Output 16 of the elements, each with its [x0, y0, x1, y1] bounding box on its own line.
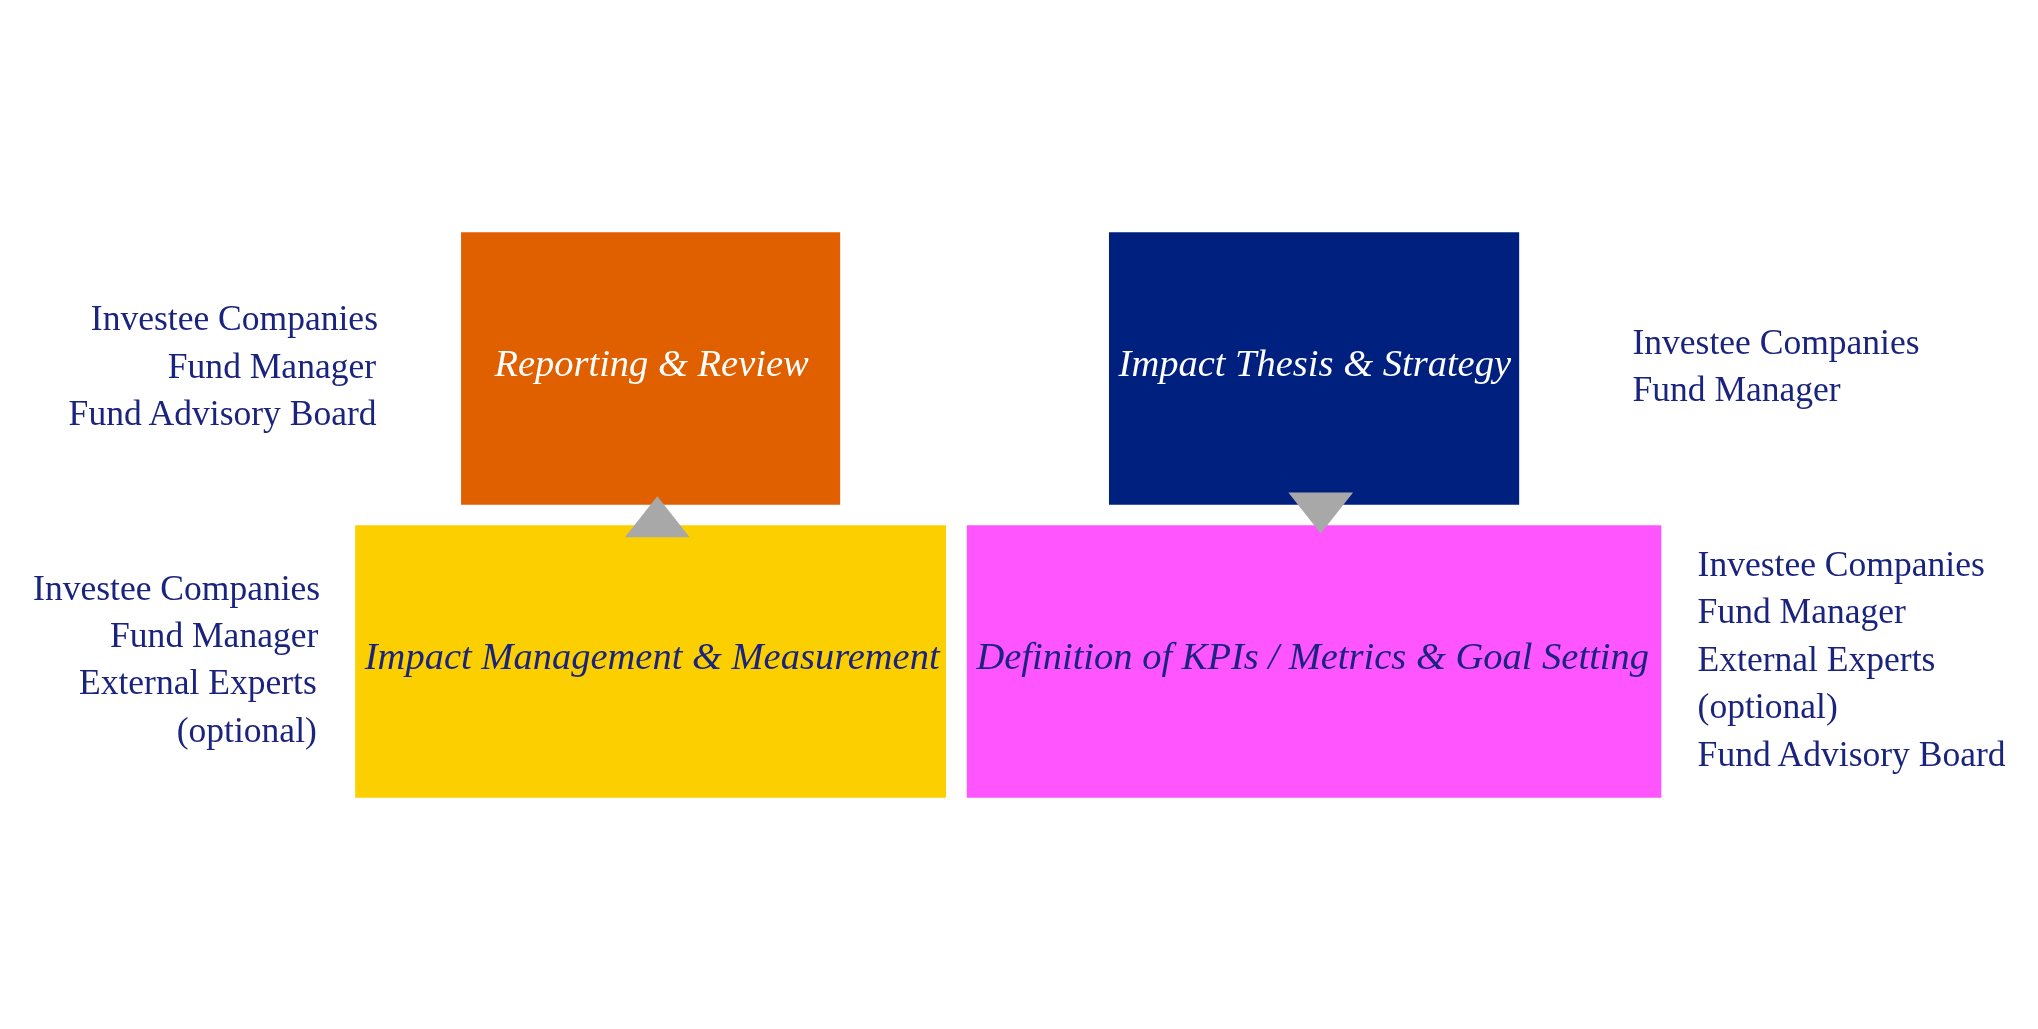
- node-label: Fund Manager: [1632, 368, 1841, 409]
- node-label: Fund Advisory Board: [1697, 733, 2006, 774]
- node-label: Investee Companies: [1632, 321, 1920, 362]
- node-label: Fund Advisory Board: [68, 392, 377, 433]
- node-label: Investee Companies: [90, 297, 378, 338]
- node-label: External Experts: [78, 661, 317, 702]
- node-label: External Experts: [1697, 638, 1936, 679]
- node-label: Fund Manager: [167, 345, 377, 386]
- node-label: (optional): [1697, 685, 1838, 726]
- arrow: [624, 495, 690, 537]
- node-label: (optional): [176, 709, 317, 750]
- arrow: [1288, 491, 1354, 534]
- node-label: Fund Manager: [1697, 590, 1906, 631]
- node-label: Fund Manager: [110, 614, 319, 655]
- node-label: Investee Companies: [1697, 543, 1985, 584]
- node-label: Investee Companies: [33, 567, 321, 608]
